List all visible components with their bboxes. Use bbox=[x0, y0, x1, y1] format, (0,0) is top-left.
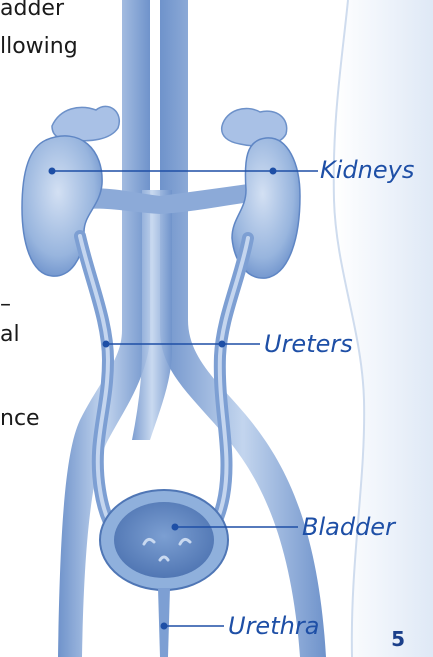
urethra-label: Urethra bbox=[228, 612, 319, 640]
kidneys-label: Kidneys bbox=[320, 156, 414, 184]
urethra-dot bbox=[161, 623, 168, 630]
bladder-inner bbox=[114, 502, 214, 578]
ureters-dot-right bbox=[219, 341, 226, 348]
bladder-label: Bladder bbox=[302, 513, 395, 541]
kidneys-dot-right bbox=[270, 168, 277, 175]
ureters-dot-left bbox=[103, 341, 110, 348]
page-number: 5 bbox=[391, 627, 405, 651]
body-silhouette bbox=[334, 0, 433, 657]
kidneys-dot-left bbox=[49, 168, 56, 175]
bladder-dot bbox=[172, 524, 179, 531]
ureters-label: Ureters bbox=[264, 330, 353, 358]
